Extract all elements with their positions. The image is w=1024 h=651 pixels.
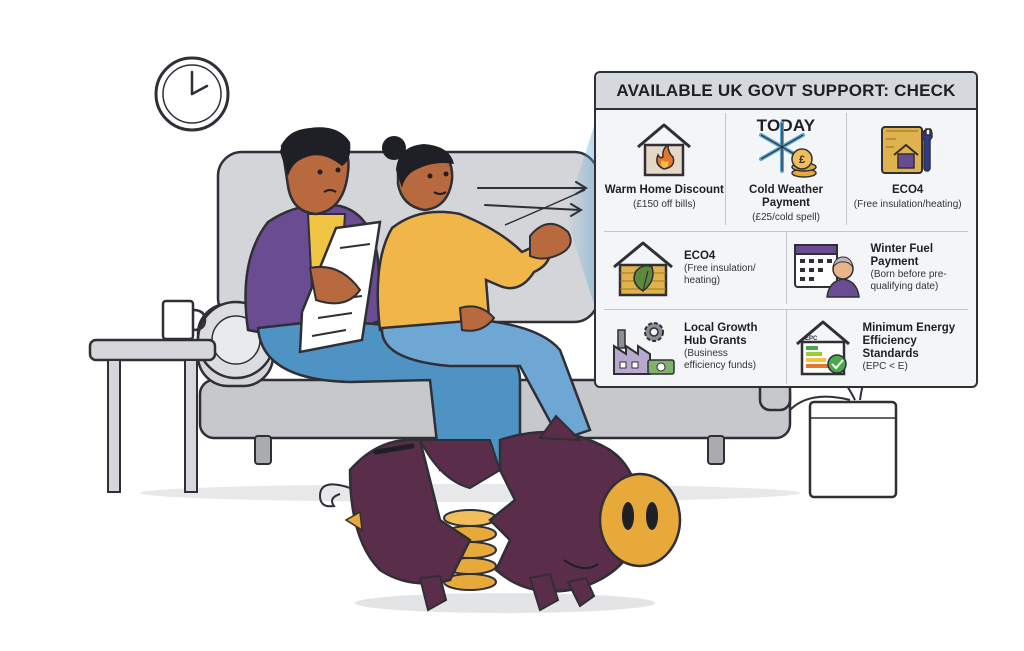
govt-support-panel: AVAILABLE UK GOVT SUPPORT: CHECK TODAY W…	[594, 71, 978, 388]
support-item-cold-weather-payment: £ Cold Weather Payment (£25/cold spell)	[724, 113, 847, 225]
support-item-title: Minimum Energy Efficiency Standards	[862, 321, 956, 360]
support-row-1: Warm Home Discount (£150 off bills) £	[604, 113, 968, 225]
support-item-detail: (EPC < E)	[862, 360, 908, 372]
epc-rating-icon: EPC	[795, 320, 850, 376]
plant-pot-icon	[789, 359, 898, 499]
support-item-title: ECO4	[892, 184, 924, 196]
panel-title: AVAILABLE UK GOVT SUPPORT: CHECK TODAY	[596, 73, 976, 135]
support-row-2: ECO4 (Free insulation/ heating) Winter F…	[604, 231, 968, 304]
support-item-title: ECO4	[684, 249, 716, 262]
support-row-3: Local Growth Hub Grants (Business effici…	[604, 309, 968, 384]
support-item-eco4: ECO4 (Free insulation/heating)	[846, 113, 968, 225]
gesturing-woman	[376, 136, 592, 442]
support-item-winter-fuel-payment: Winter Fuel Payment (Born before pre-qua…	[785, 232, 969, 304]
support-item-local-growth-hub-grants: Local Growth Hub Grants (Business effici…	[604, 310, 786, 384]
factory-gear-icon	[613, 322, 675, 375]
bill-paper-icon	[298, 220, 382, 354]
support-item-title: Cold Weather Payment	[749, 184, 823, 209]
support-item-detail: (Born before pre-qualifying date)	[870, 269, 947, 292]
support-item-title: Winter Fuel Payment	[870, 243, 934, 268]
support-item-detail: (Free insulation/ heating)	[684, 262, 756, 286]
support-item-warm-home-discount: Warm Home Discount (£150 off bills)	[604, 113, 725, 225]
support-item-detail: (Free insulation/heating)	[853, 199, 962, 210]
svg-text:£: £	[799, 154, 805, 166]
support-item-detail: (£25/cold spell)	[752, 212, 820, 223]
support-item-title: Local Growth Hub Grants	[684, 322, 758, 347]
snowflake-coins-icon: £	[759, 121, 817, 178]
side-table-icon	[88, 338, 217, 493]
support-item-detail: (£150 off bills)	[633, 199, 696, 210]
support-item-detail: (Business efficiency funds)	[684, 348, 757, 371]
piggy-bank-icon	[318, 414, 682, 612]
house-flame-icon	[637, 123, 692, 177]
support-item-title: Warm Home Discount	[604, 184, 724, 196]
mug-icon	[161, 299, 207, 341]
support-item-eco4-insulation: ECO4 (Free insulation/ heating)	[604, 232, 786, 304]
blueprint-wrench-icon	[880, 126, 933, 174]
calendar-elderly-icon	[793, 244, 860, 298]
support-item-minimum-energy-efficiency-standards: EPC Minimum Energy Efficiency Standards …	[785, 310, 969, 384]
wall-clock-icon	[154, 56, 230, 132]
eco-house-icon	[613, 241, 673, 297]
epc-label: EPC	[805, 336, 818, 342]
